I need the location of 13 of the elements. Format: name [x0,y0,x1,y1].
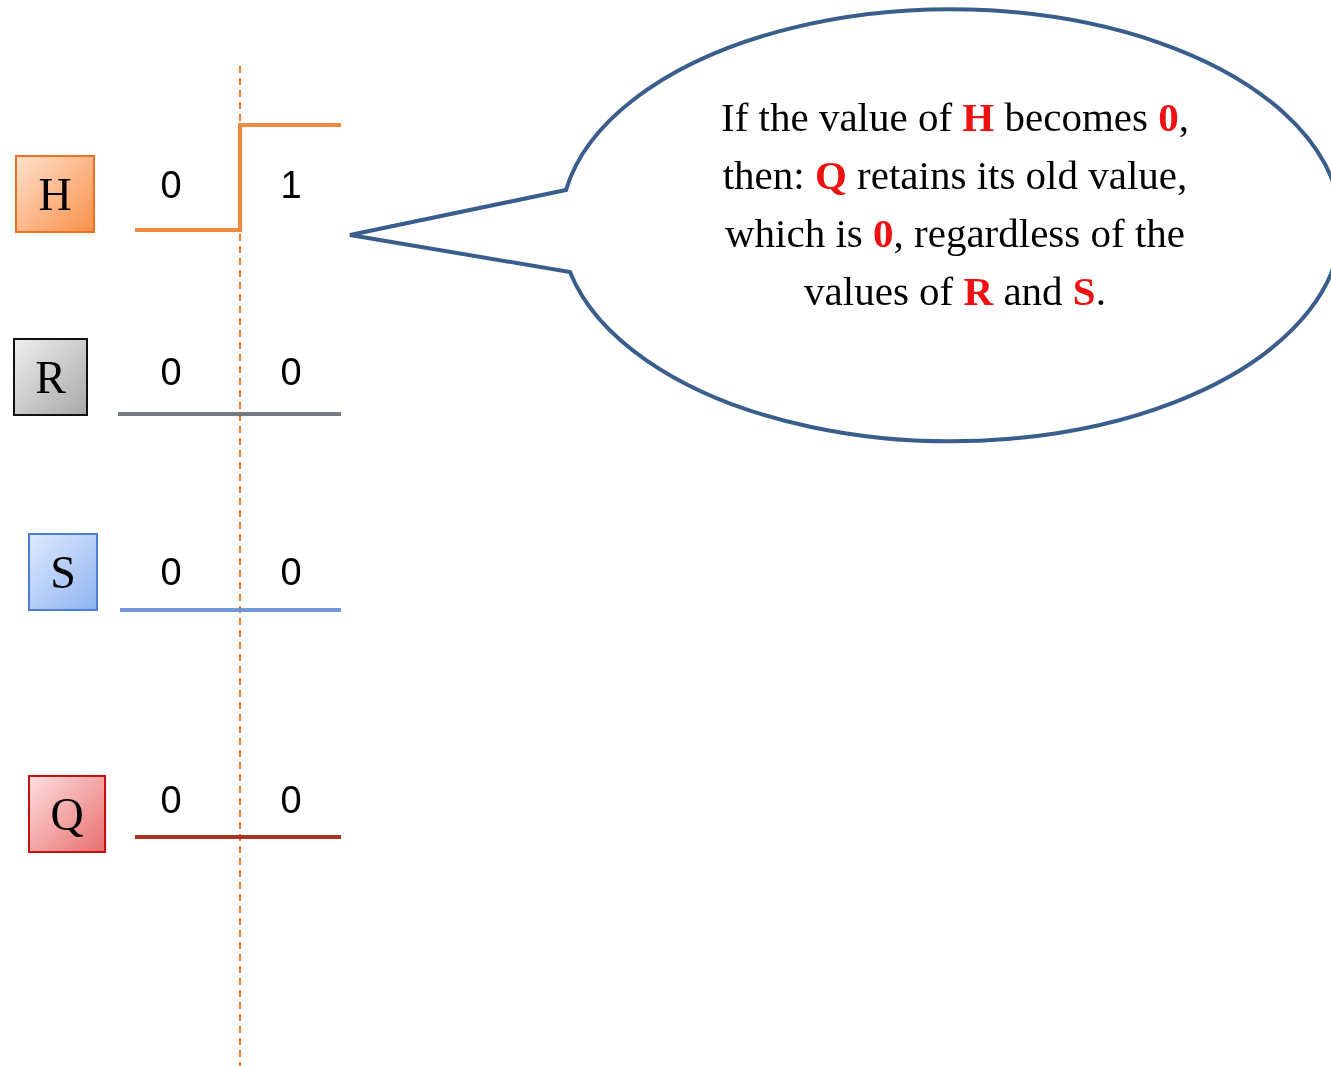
signal-name-box: S [28,533,98,611]
signal-value: 0 [159,550,183,594]
signal-value: 0 [279,350,303,394]
signal-value: 0 [159,778,183,822]
signal-name-box: Q [28,775,106,853]
signal-name-box: R [13,338,88,416]
callout-text: If the value of H becomes 0, then: Q retains its old value, which is 0, regardless of the values of R and S. [720,93,1190,316]
signal-value: 0 [279,778,303,822]
signal-value: 0 [159,350,183,394]
signal-value: 0 [279,550,303,594]
signal-value: 1 [279,163,303,207]
signal-value: 0 [159,163,183,207]
signal-name-box: H [15,155,95,233]
